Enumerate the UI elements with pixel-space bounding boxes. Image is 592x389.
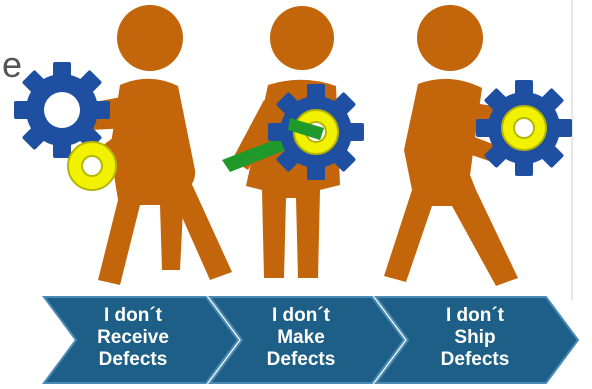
chevron-line: I don´t [103, 305, 163, 326]
process-chevrons [42, 296, 580, 384]
chevron-label-ship: I don´t Ship Defects [410, 298, 540, 378]
chevron-label-receive: I don´t Receive Defects [68, 298, 198, 378]
chevron-line: Make [277, 327, 325, 348]
chevron-line: Receive [97, 327, 169, 348]
chevron-make [208, 296, 406, 384]
chevron-line: I don´t [271, 305, 331, 326]
gear-icon [476, 80, 572, 176]
gear-icon [14, 62, 111, 158]
chevron-line: Ship [454, 327, 496, 348]
person-figure-icon [48, 5, 232, 285]
chevron-ship [374, 296, 580, 384]
cropped-title-text: e [2, 44, 23, 85]
chevron-line: I don´t [445, 305, 505, 326]
gear-icon [67, 141, 117, 191]
chevron-receive [42, 296, 240, 384]
chevron-line: Defects [266, 349, 336, 370]
chevron-label-make: I don´t Make Defects [236, 298, 366, 378]
chevron-line: Defects [98, 349, 168, 370]
chevron-line: Defects [440, 349, 510, 370]
person-figure-icon [384, 5, 518, 286]
wrench-handle [288, 118, 324, 140]
